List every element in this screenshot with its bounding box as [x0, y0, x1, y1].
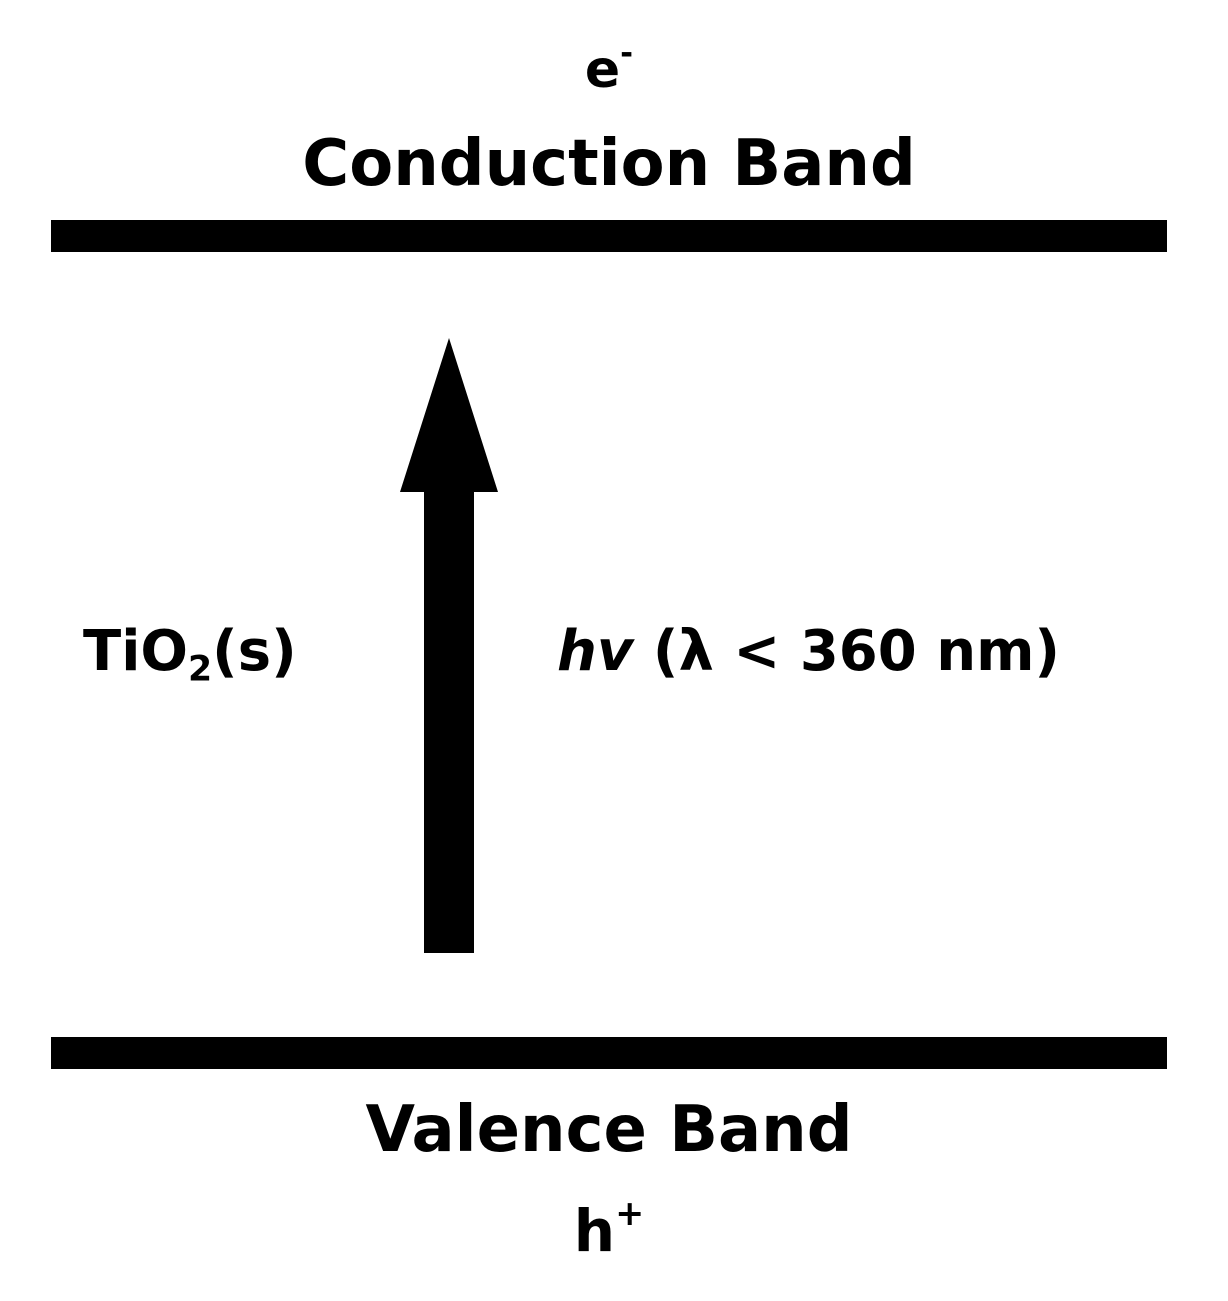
hole-symbol: h — [573, 1197, 616, 1265]
photon-symbol: hv — [557, 619, 634, 684]
material-label: TiO2(s) — [83, 624, 297, 687]
conduction-band-line — [51, 220, 1167, 252]
hole-charge: + — [615, 1193, 645, 1234]
material-formula-prefix: TiO — [83, 619, 188, 684]
electron-charge: - — [620, 35, 634, 72]
electron-symbol: e — [584, 40, 621, 100]
wavelength-condition: (λ < 360 nm) — [652, 619, 1061, 684]
photon-energy-label: hv (λ < 360 nm) — [557, 624, 1060, 680]
valence-band-line — [51, 1037, 1167, 1069]
valence-band-label: Valence Band — [365, 1093, 853, 1167]
material-subscript: 2 — [188, 649, 213, 690]
conduction-band-label: Conduction Band — [302, 127, 916, 201]
hole-label: h+ — [0, 1197, 1218, 1260]
electron-label: e- — [0, 38, 1218, 96]
material-state: (s) — [212, 619, 297, 684]
